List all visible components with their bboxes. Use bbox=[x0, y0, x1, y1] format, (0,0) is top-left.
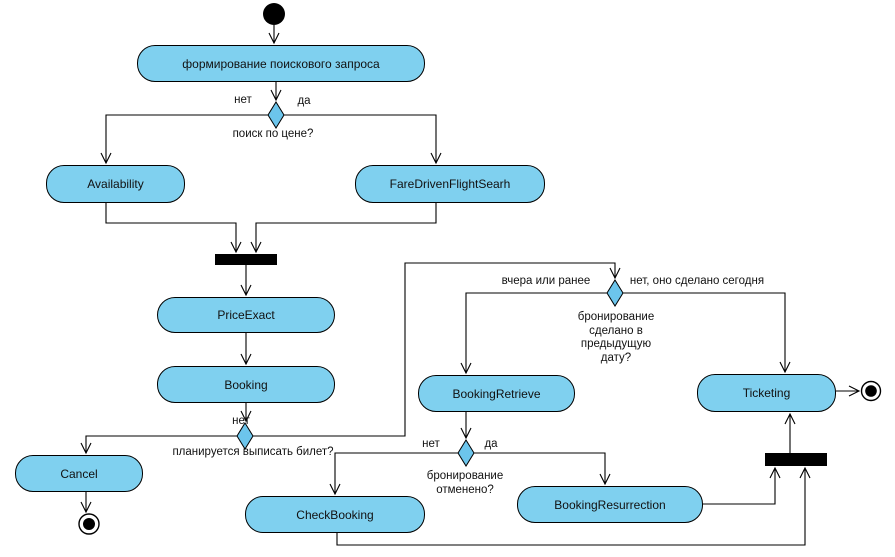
decision-price-search-diamond bbox=[267, 101, 285, 129]
edge-cancelled-yes-to-booking-resurrection bbox=[474, 452, 611, 486]
activity-fare-driven-flight-searh: FareDrivenFlightSearh bbox=[355, 165, 545, 203]
activity-label: BookingRetrieve bbox=[452, 386, 541, 401]
edge-check-booking-to-ticketing-join-bar bbox=[336, 466, 811, 546]
initial-node bbox=[263, 3, 285, 25]
edge-date-decision-to-booking-retrieve bbox=[460, 292, 607, 375]
activity-label: Cancel bbox=[60, 466, 98, 481]
decision-plan-ticket-diamond bbox=[236, 422, 254, 450]
final-node-ticketing-dot bbox=[865, 385, 877, 397]
activity-label: Ticketing bbox=[742, 386, 791, 400]
branch-label-yesterday-or-earlier: вчера или ранее bbox=[501, 275, 591, 287]
activity-label: FareDrivenFlightSearh bbox=[389, 177, 511, 191]
branch-label-yes: да bbox=[297, 95, 311, 107]
decision-booking-date-diamond bbox=[606, 279, 624, 307]
activity-label: PriceExact bbox=[217, 308, 275, 322]
edge-plan-ticket-yes-to-date-decision bbox=[253, 262, 621, 437]
activity-booking-retrieve: BookingRetrieve bbox=[418, 375, 575, 412]
branch-label-no: нет bbox=[234, 94, 252, 106]
activity-booking: Booking bbox=[157, 366, 335, 403]
activity-cancel: Cancel bbox=[15, 455, 143, 492]
activity-check-booking: CheckBooking bbox=[245, 496, 425, 533]
activity-price-exact: PriceExact bbox=[157, 297, 335, 333]
edge-cancelled-no-to-check-booking bbox=[329, 452, 458, 496]
join-bar-ticketing bbox=[765, 453, 827, 466]
activity-label: BookingResurrection bbox=[554, 497, 666, 512]
edge-price-search-no-to-availability bbox=[100, 114, 268, 165]
decision-booking-cancelled-question: бронирование отменено? bbox=[426, 470, 504, 496]
edge-price-search-yes-to-fare-driven bbox=[284, 114, 442, 165]
decision-booking-cancelled-diamond bbox=[457, 439, 475, 467]
activity-label: Booking bbox=[224, 377, 268, 392]
branch-label-no-made-today: нет, оно сделано сегодня bbox=[629, 275, 765, 287]
branch-label-no: нет bbox=[232, 415, 250, 427]
edge-fare-driven-to-join-bar bbox=[250, 203, 437, 254]
activity-label: CheckBooking bbox=[296, 507, 374, 522]
branch-label-no: нет bbox=[422, 438, 440, 450]
edge-availability-to-join-bar bbox=[105, 203, 242, 254]
activity-ticketing: Ticketing bbox=[697, 374, 836, 412]
edge-booking-resurrection-to-ticketing-join-bar bbox=[703, 466, 781, 505]
activity-label: формирование поискового запроса bbox=[182, 56, 380, 71]
decision-plan-ticket-question: планируется выписать билет? bbox=[172, 446, 334, 458]
decision-price-search-question: поиск по цене? bbox=[232, 128, 314, 140]
edge-date-decision-to-ticketing bbox=[623, 292, 791, 374]
activity-booking-resurrection: BookingResurrection bbox=[517, 486, 703, 523]
branch-label-yes: да bbox=[484, 438, 498, 450]
activity-label: Availability bbox=[87, 177, 144, 191]
activity-availability: Availability bbox=[46, 165, 185, 203]
decision-booking-date-question: бронирование сделано в предыдущую дату? bbox=[577, 311, 655, 364]
activity-form-search-query: формирование поискового запроса bbox=[137, 45, 425, 82]
edge-plan-ticket-no-to-cancel bbox=[80, 435, 237, 455]
final-node-cancel-dot bbox=[83, 518, 95, 530]
join-bar-search bbox=[215, 254, 277, 265]
